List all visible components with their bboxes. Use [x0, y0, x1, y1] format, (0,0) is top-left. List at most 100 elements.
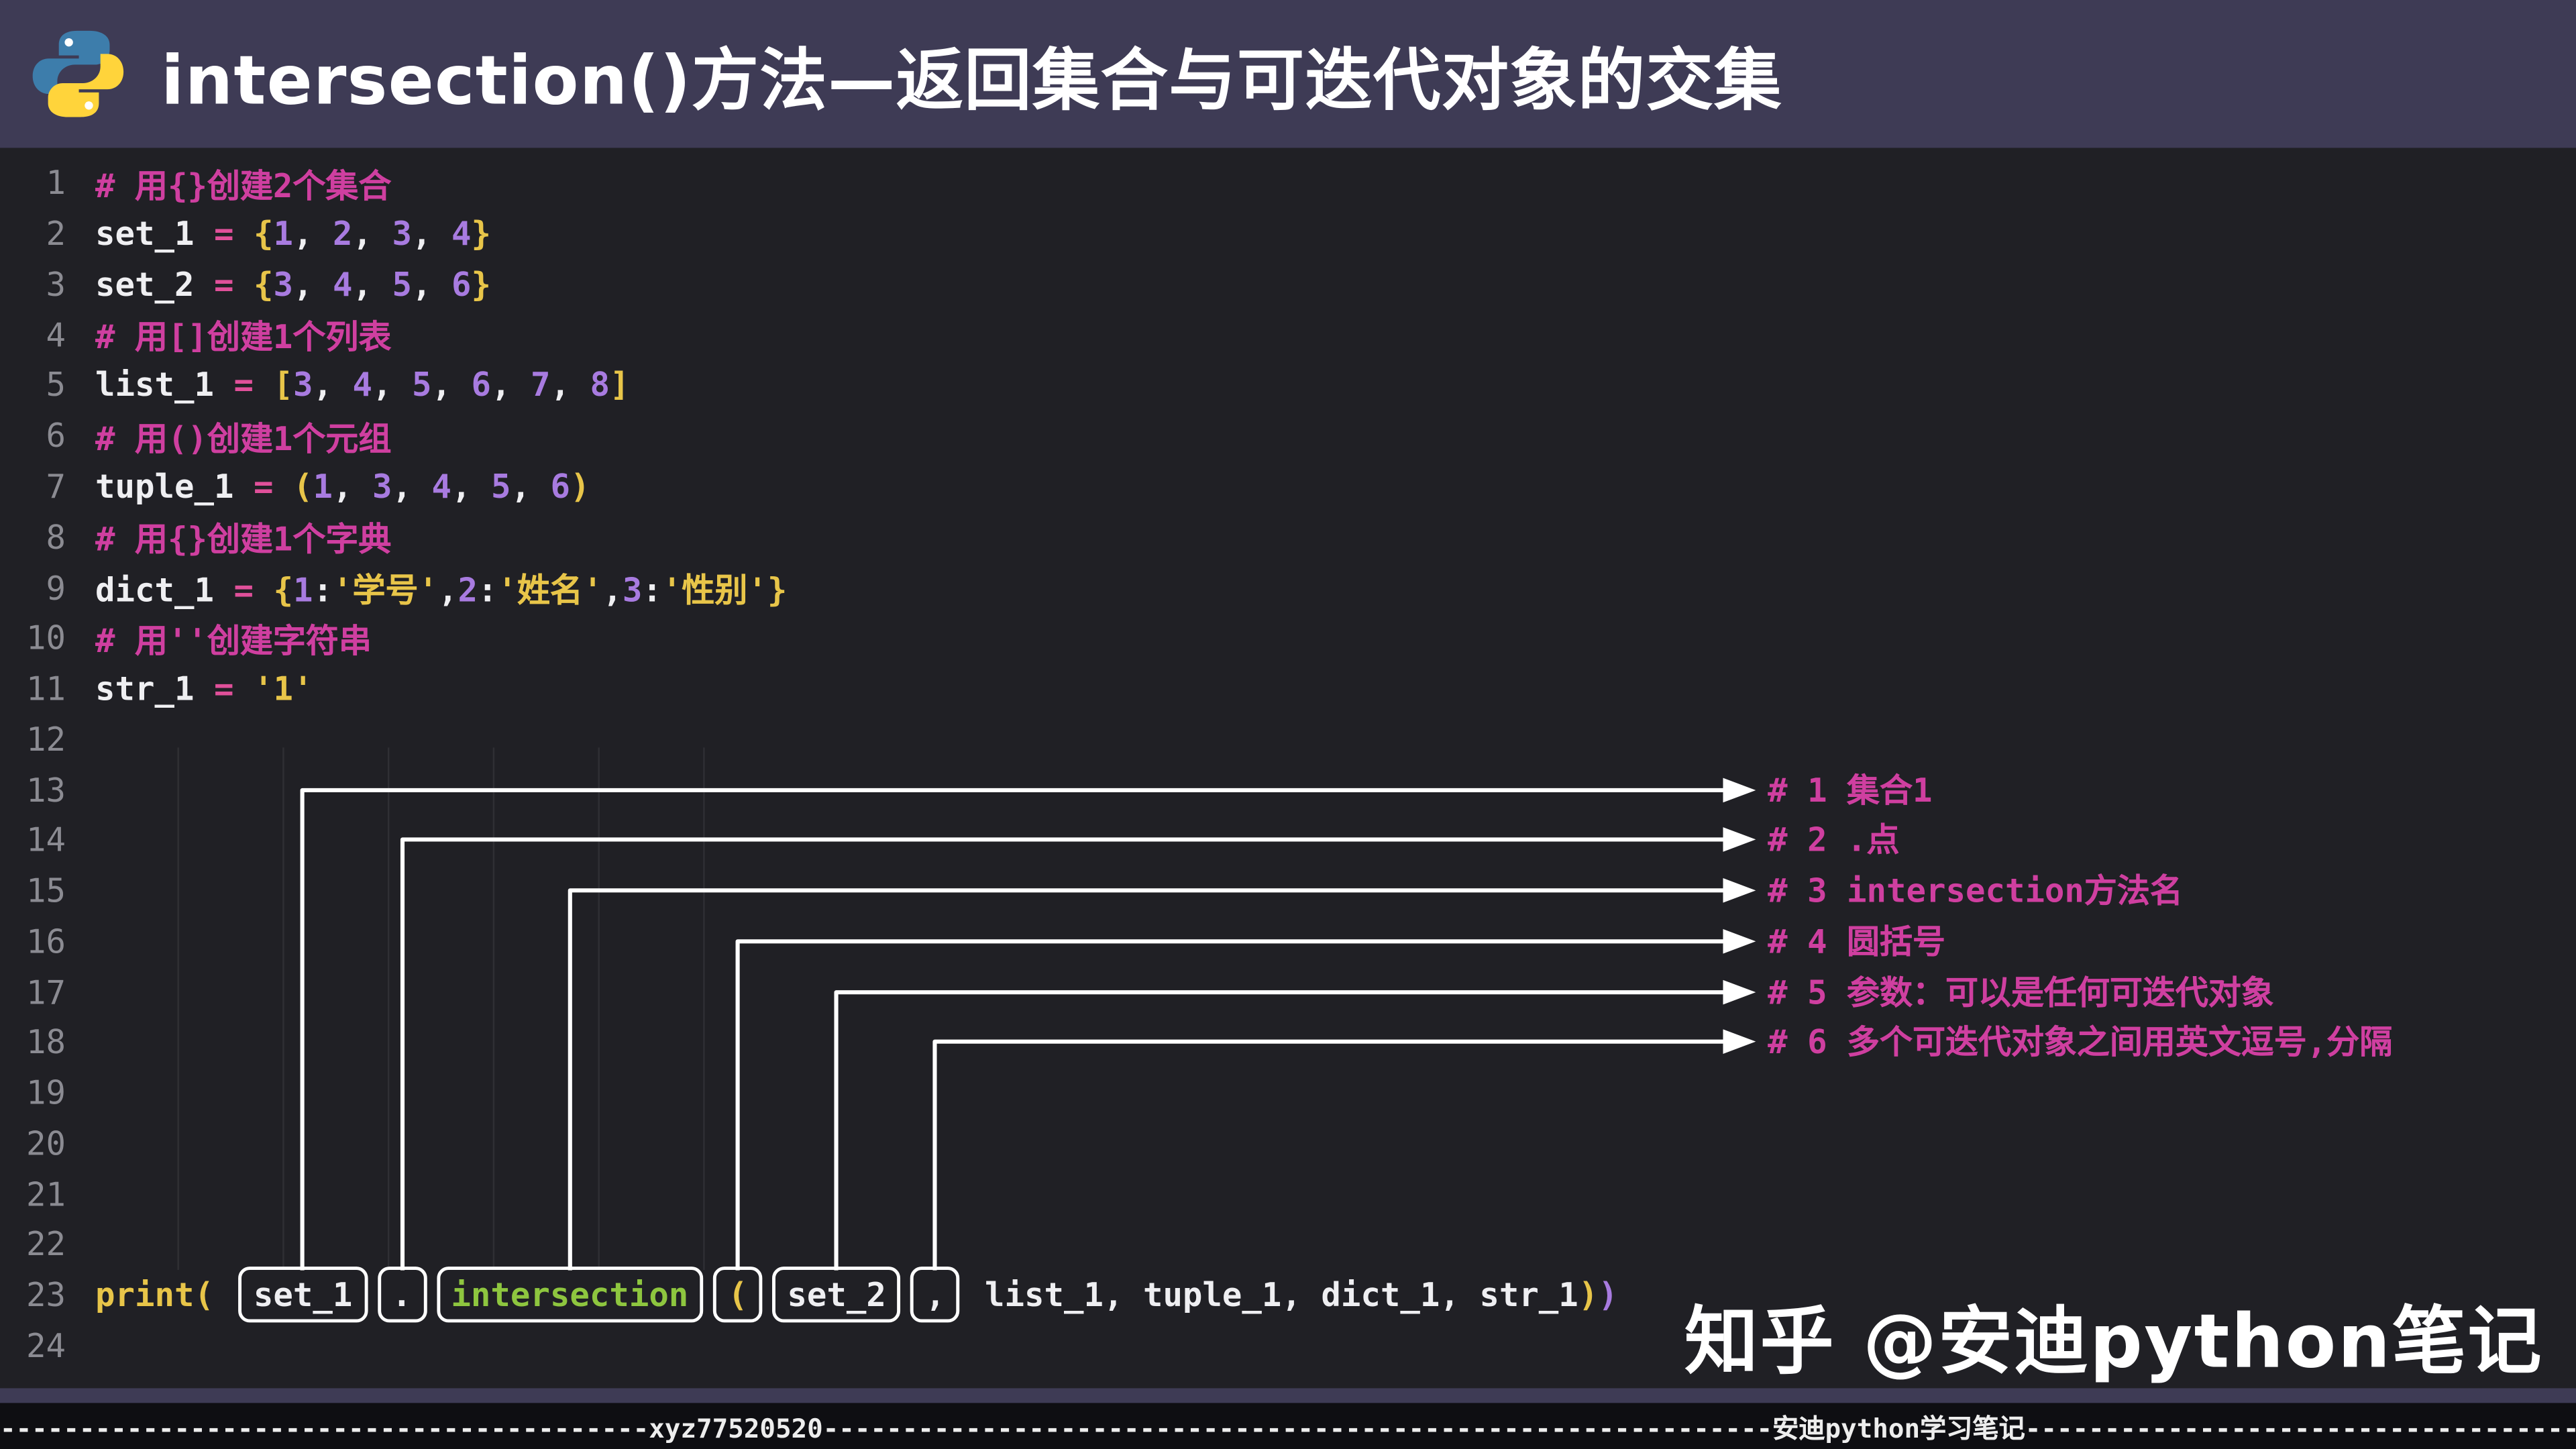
line-number: 16	[25, 921, 66, 961]
line-number: 13	[25, 769, 66, 810]
line-number: 23	[25, 1275, 66, 1315]
annotation-label: # 6 多个可迭代对象之间用英文逗号,分隔	[1768, 1022, 2393, 1062]
line-number: 11	[25, 668, 66, 708]
code-token: # 用{}创建1个字典	[95, 519, 392, 559]
code-token: ,	[352, 213, 392, 254]
code-token: :	[642, 570, 662, 610]
line-number: 1	[46, 163, 66, 203]
code-token: 2	[458, 570, 478, 610]
code-token: ,	[602, 570, 623, 610]
code-token	[254, 366, 274, 405]
code-token: ,	[412, 213, 452, 254]
code-token: 6	[471, 365, 492, 405]
code-line: 6 # 用()创建1个元组	[0, 411, 2576, 461]
code-token: )	[1598, 1275, 1618, 1315]
code-token: 5	[412, 365, 432, 405]
code-token: }	[767, 570, 788, 610]
code-token	[195, 669, 215, 708]
annotation-label: # 5 参数：可以是任何可迭代对象	[1768, 972, 2274, 1012]
line-number: 5	[46, 365, 66, 405]
code-line: 17	[0, 967, 2576, 1017]
code-token: [	[273, 365, 293, 405]
code-token: '姓名'	[497, 570, 603, 610]
code-token	[965, 1275, 985, 1315]
code-token: ,	[412, 264, 452, 304]
code-token: 4	[431, 466, 452, 506]
line-number: 7	[46, 466, 66, 506]
code-token	[234, 214, 254, 254]
code-line: 20	[0, 1118, 2576, 1169]
code-line-content: print( set_1.intersection(set_2, list_1,…	[95, 1267, 1618, 1324]
code-token: set_2	[95, 264, 195, 304]
code-line: 16	[0, 916, 2576, 966]
annotation-label: # 3 intersection方法名	[1768, 870, 2183, 910]
code-token: =	[233, 570, 254, 610]
code-token: 2	[333, 213, 353, 254]
code-token: ,	[293, 213, 333, 254]
code-token	[195, 264, 215, 304]
code-token: '性别'	[661, 570, 767, 610]
line-number: 22	[25, 1224, 66, 1265]
code-token: 3	[392, 213, 413, 254]
code-token: :	[313, 570, 333, 610]
code-token: 3	[273, 264, 294, 304]
code-token: ,	[431, 365, 472, 405]
footer-bar: ----------------------------------------…	[0, 1403, 2576, 1449]
code-token: (	[292, 466, 313, 506]
code-token: set_1	[95, 213, 195, 254]
code-line-content: dict_1 = {1:'学号',2:'姓名',3:'性别'}	[95, 564, 787, 611]
code-token: :	[477, 570, 498, 610]
code-token-boxed: (	[713, 1267, 763, 1324]
code-line-content: # 用[]创建1个列表	[95, 311, 391, 358]
indent-guide	[177, 747, 179, 1271]
code-token: 6	[550, 466, 571, 506]
line-number: 6	[46, 416, 66, 455]
code-line: 1 # 用{}创建2个集合	[0, 158, 2576, 208]
line-number: 14	[25, 820, 66, 860]
code-line: 18	[0, 1017, 2576, 1067]
code-token: ,	[293, 264, 333, 304]
line-number: 19	[25, 1073, 66, 1113]
code-token: =	[214, 213, 234, 254]
code-line-content: tuple_1 = (1, 3, 4, 5, 6)	[95, 466, 590, 506]
code-token: 7	[531, 365, 551, 405]
footer-text: ----------------------------------------…	[0, 1413, 2576, 1444]
code-token: ,	[372, 365, 413, 405]
code-token: 1	[273, 213, 294, 254]
code-token: # 用()创建1个元组	[95, 418, 392, 458]
code-token: ,	[352, 264, 392, 304]
annotation-label: # 2 .点	[1768, 820, 1900, 859]
code-token: dict_1	[95, 570, 214, 610]
code-token: 5	[491, 466, 511, 506]
code-token	[254, 570, 274, 610]
code-token: ,	[313, 365, 353, 405]
code-token: ,	[1103, 1275, 1143, 1315]
code-line-content: set_1 = {1, 2, 3, 4}	[95, 214, 491, 254]
code-line-content: # 用{}创建2个集合	[95, 159, 391, 207]
code-line: 13	[0, 764, 2576, 814]
code-token: dict_1	[1321, 1275, 1440, 1315]
indent-guide	[282, 747, 284, 1271]
line-number: 24	[25, 1326, 66, 1366]
page-title: intersection()方法—返回集合与可迭代对象的交集	[161, 41, 1782, 120]
code-token: 1	[292, 570, 313, 610]
code-token: ,	[511, 466, 551, 506]
code-token: (	[194, 1275, 215, 1315]
code-token: 1	[313, 466, 333, 506]
python-logo-icon	[32, 30, 124, 117]
code-token: {	[273, 570, 293, 610]
code-line-content: # 用{}创建1个字典	[95, 513, 391, 561]
code-token: 8	[590, 365, 610, 405]
code-line-content: # 用''创建字符串	[95, 614, 372, 661]
code-token: {	[254, 264, 274, 304]
annotation-label: # 1 集合1	[1768, 770, 1933, 810]
code-token: 6	[451, 264, 472, 304]
code-token: # 用[]创建1个列表	[95, 317, 392, 357]
code-line: 21	[0, 1169, 2576, 1219]
code-token: 3	[372, 466, 392, 506]
